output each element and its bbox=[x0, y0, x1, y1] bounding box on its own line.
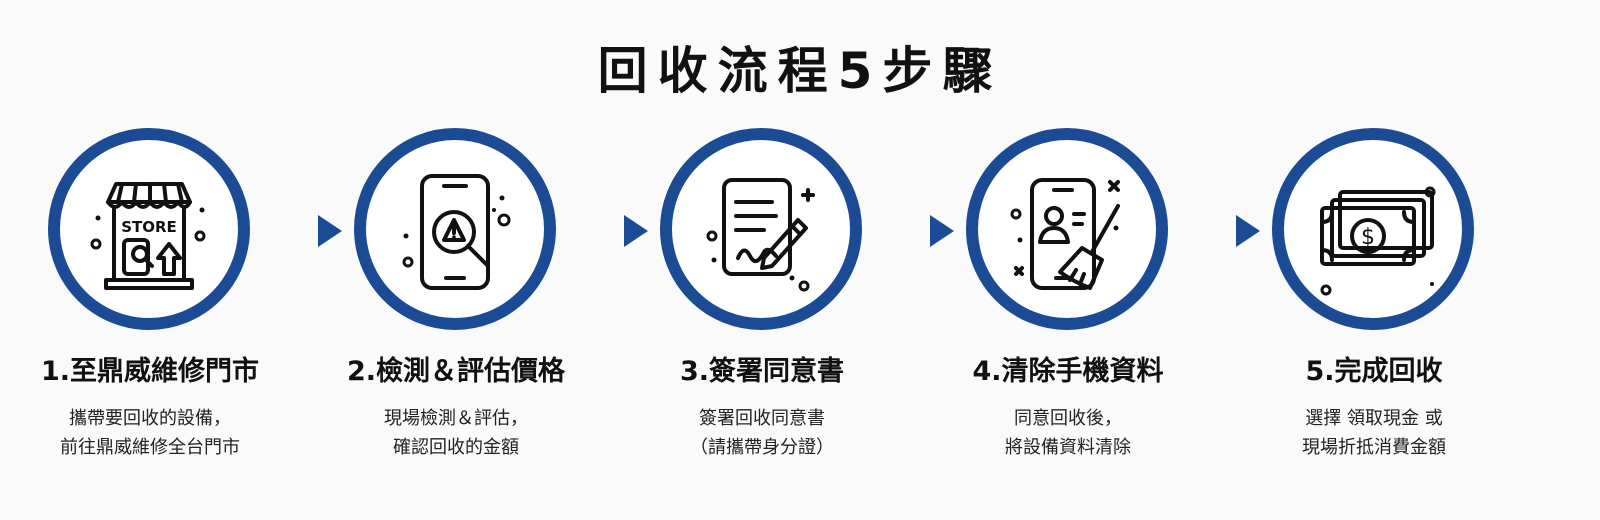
step-2-circle bbox=[354, 128, 556, 330]
step-3-desc: 簽署回收同意書 （請攜帶身分證） bbox=[612, 404, 912, 462]
step-2-desc-line: 確認回收的金額 bbox=[393, 437, 519, 458]
step-3-title: 3.簽署同意書 bbox=[679, 356, 845, 387]
step-1-desc-line: 前往鼎威維修全台門市 bbox=[60, 437, 240, 458]
store-icon: STORE bbox=[90, 182, 206, 290]
step-3-desc-line: 簽署回收同意書 bbox=[699, 408, 825, 429]
step-3-circle bbox=[660, 128, 862, 330]
step-5-desc-line: 現場折抵消費金額 bbox=[1302, 437, 1446, 458]
step-1-circle: STORE bbox=[48, 128, 250, 330]
step-4-circle bbox=[966, 128, 1168, 330]
svg-text:$: $ bbox=[1361, 225, 1375, 250]
document-sign-icon bbox=[706, 178, 815, 292]
step-5-desc: 選擇 領取現金 或 現場折抵消費金額 bbox=[1224, 404, 1524, 462]
step-4-desc-line: 同意回收後， bbox=[1014, 408, 1122, 429]
step-1-title: 1.至鼎威維修門市 bbox=[40, 356, 260, 387]
step-2-desc: 現場檢測＆評估， 確認回收的金額 bbox=[306, 404, 606, 462]
cash-icon: $ bbox=[1320, 186, 1436, 296]
step-5-circle: $ bbox=[1272, 128, 1474, 330]
store-icon-label: STORE bbox=[121, 218, 177, 236]
phone-wipe-icon bbox=[1010, 178, 1120, 290]
step-4-desc-line: 將設備資料清除 bbox=[1005, 437, 1131, 458]
step-4-title: 4.清除手機資料 bbox=[972, 356, 1164, 387]
step-2-title: 2.檢測＆評估價格 bbox=[346, 356, 566, 387]
arrow-right-icon bbox=[930, 215, 954, 247]
phone-inspection-icon bbox=[402, 174, 511, 290]
arrow-right-icon bbox=[318, 215, 342, 247]
step-3-desc-line: （請攜帶身分證） bbox=[690, 437, 834, 458]
step-2-desc-line: 現場檢測＆評估， bbox=[384, 408, 528, 429]
step-5-title: 5.完成回收 bbox=[1305, 356, 1443, 387]
page-title: 回收流程5步驟 bbox=[597, 42, 1003, 100]
step-1-desc: 攜帶要回收的設備， 前往鼎威維修全台門市 bbox=[0, 404, 300, 462]
arrow-right-icon bbox=[1236, 215, 1260, 247]
step-1-desc-line: 攜帶要回收的設備， bbox=[69, 408, 231, 429]
step-4-desc: 同意回收後， 將設備資料清除 bbox=[918, 404, 1218, 462]
arrow-right-icon bbox=[624, 215, 648, 247]
step-5-desc-line: 選擇 領取現金 或 bbox=[1305, 408, 1443, 429]
